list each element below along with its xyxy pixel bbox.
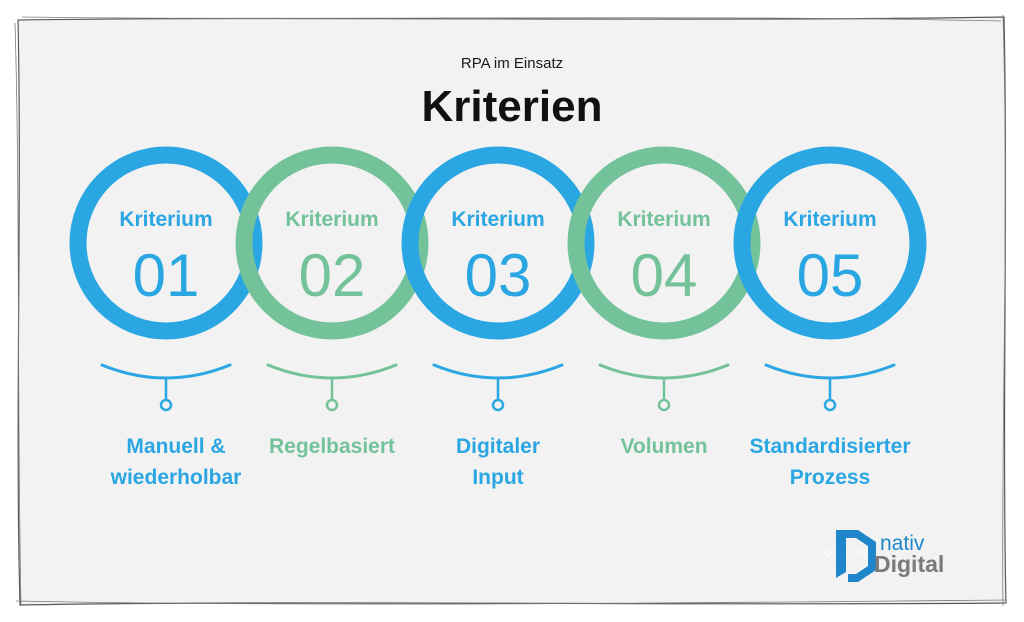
- criterion-ring-2: [235, 146, 429, 340]
- criterion-number-4: 04: [631, 242, 698, 309]
- criterion-node-1: [159, 398, 173, 412]
- criterion-label-3: Kriterium: [451, 208, 544, 231]
- criterion-description-1-line-2: wiederholbar: [110, 466, 242, 489]
- sketch-frame: [14, 14, 1007, 607]
- criterion-node-2: [325, 398, 339, 412]
- criterion-ring-3: [401, 146, 595, 340]
- criterion-description-5-line-1: Standardisierter: [749, 435, 910, 458]
- subtitle: RPA im Einsatz: [461, 55, 563, 72]
- criterion-number-2: 02: [299, 242, 366, 309]
- criterion-ring-4: [567, 146, 761, 340]
- criterion-number-1: 01: [133, 242, 200, 309]
- criterion-ring-5: [733, 146, 927, 340]
- criterion-description-5-line-2: Prozess: [790, 466, 871, 489]
- logo-watermark: Quelle: nativ: [824, 548, 875, 558]
- nativ-digital-logo-icon: [836, 530, 876, 582]
- criterion-description-3-line-1: Digitaler: [456, 435, 540, 458]
- page-title: Kriterien: [422, 82, 603, 131]
- criterion-description-4-line-1: Volumen: [620, 435, 707, 458]
- criterion-description-1-line-1: Manuell &: [126, 435, 225, 458]
- criterion-description-2-line-1: Regelbasiert: [269, 435, 395, 458]
- logo-line2: Digital: [874, 551, 944, 577]
- criterion-node-4: [657, 398, 671, 412]
- criterion-description-3-line-2: Input: [472, 466, 523, 489]
- criterion-number-3: 03: [465, 242, 532, 309]
- criteria-connectors: [100, 363, 896, 412]
- criterion-node-3: [491, 398, 505, 412]
- criterion-number-5: 05: [797, 242, 864, 309]
- criteria-rings: [69, 146, 927, 340]
- criterion-label-1: Kriterium: [119, 208, 212, 231]
- criterion-label-5: Kriterium: [783, 208, 876, 231]
- criterion-node-5: [823, 398, 837, 412]
- criteria-descriptions: Manuell & wiederholbar Regelbasiert Digital…: [110, 435, 911, 489]
- nativ-digital-logo: Quelle: nativ nativ Digital: [824, 530, 944, 582]
- criterion-label-2: Kriterium: [285, 208, 378, 231]
- logo-line1: nativ: [880, 532, 925, 555]
- criteria-ring-labels: Kriterium 01 Kriterium 02 Kriterium 03 Kriteri…: [119, 208, 876, 309]
- criterion-label-4: Kriterium: [617, 208, 710, 231]
- criterion-ring-1: [69, 146, 263, 340]
